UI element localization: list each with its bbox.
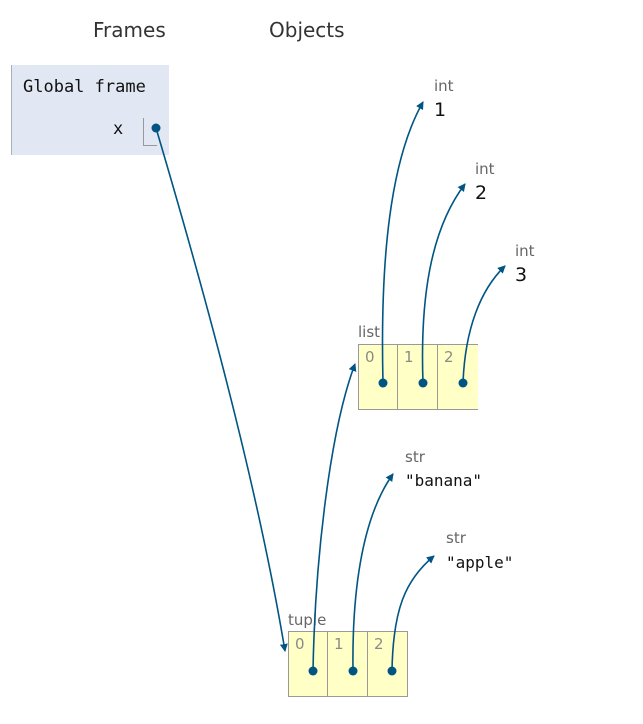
tuple-object: 0 1 2 <box>288 631 408 697</box>
tuple-cell-1: 1 <box>328 631 368 697</box>
pointer-dot-tuple-1 <box>348 666 358 676</box>
arrow-x-to-tuple <box>155 127 288 652</box>
arrow-tuple0-to-list <box>312 363 357 672</box>
arrow-list0-to-int1 <box>381 101 424 384</box>
variable-name-x: x <box>113 119 124 139</box>
list-cell-2: 2 <box>438 344 478 410</box>
str-banana-type: str <box>405 448 425 466</box>
int-3-value: 3 <box>515 264 528 286</box>
list-index-2: 2 <box>444 348 454 366</box>
int-2-value: 2 <box>475 182 488 204</box>
list-object: 0 1 2 <box>358 344 478 410</box>
pointer-dot-list-1 <box>418 378 428 388</box>
list-cell-1: 1 <box>398 344 438 410</box>
arrow-list2-to-int3 <box>462 265 506 384</box>
arrow-tuple2-to-apple <box>391 555 435 672</box>
str-banana-value: "banana" <box>405 471 483 490</box>
list-type-label: list <box>358 323 381 341</box>
list-cell-0: 0 <box>358 344 398 410</box>
int-1-type: int <box>434 77 454 95</box>
pointer-dot-tuple-2 <box>387 666 397 676</box>
tuple-type-label: tuple <box>288 611 327 629</box>
variable-slot-x <box>143 118 157 146</box>
arrow-tuple1-to-banana <box>352 473 394 672</box>
int-2-type: int <box>475 160 495 178</box>
tuple-index-0: 0 <box>295 635 305 653</box>
int-3-type: int <box>515 242 535 260</box>
frames-header: Frames <box>93 18 166 42</box>
int-1-value: 1 <box>434 99 447 121</box>
pointer-dot-tuple-0 <box>308 666 318 676</box>
tuple-index-1: 1 <box>334 635 344 653</box>
tuple-cell-0: 0 <box>288 631 328 697</box>
pointer-dot-list-0 <box>378 378 388 388</box>
tuple-cell-2: 2 <box>368 631 408 697</box>
list-index-1: 1 <box>404 348 414 366</box>
objects-header: Objects <box>269 18 345 42</box>
tuple-index-2: 2 <box>374 635 384 653</box>
pointer-dot-list-2 <box>458 378 468 388</box>
pointer-dot-x <box>151 123 161 133</box>
list-index-0: 0 <box>365 348 375 366</box>
arrow-list1-to-int2 <box>421 183 466 384</box>
str-apple-type: str <box>446 529 466 547</box>
str-apple-value: "apple" <box>446 553 514 572</box>
frame-title: Global frame <box>23 77 146 97</box>
global-frame: Global frame x <box>11 65 169 155</box>
